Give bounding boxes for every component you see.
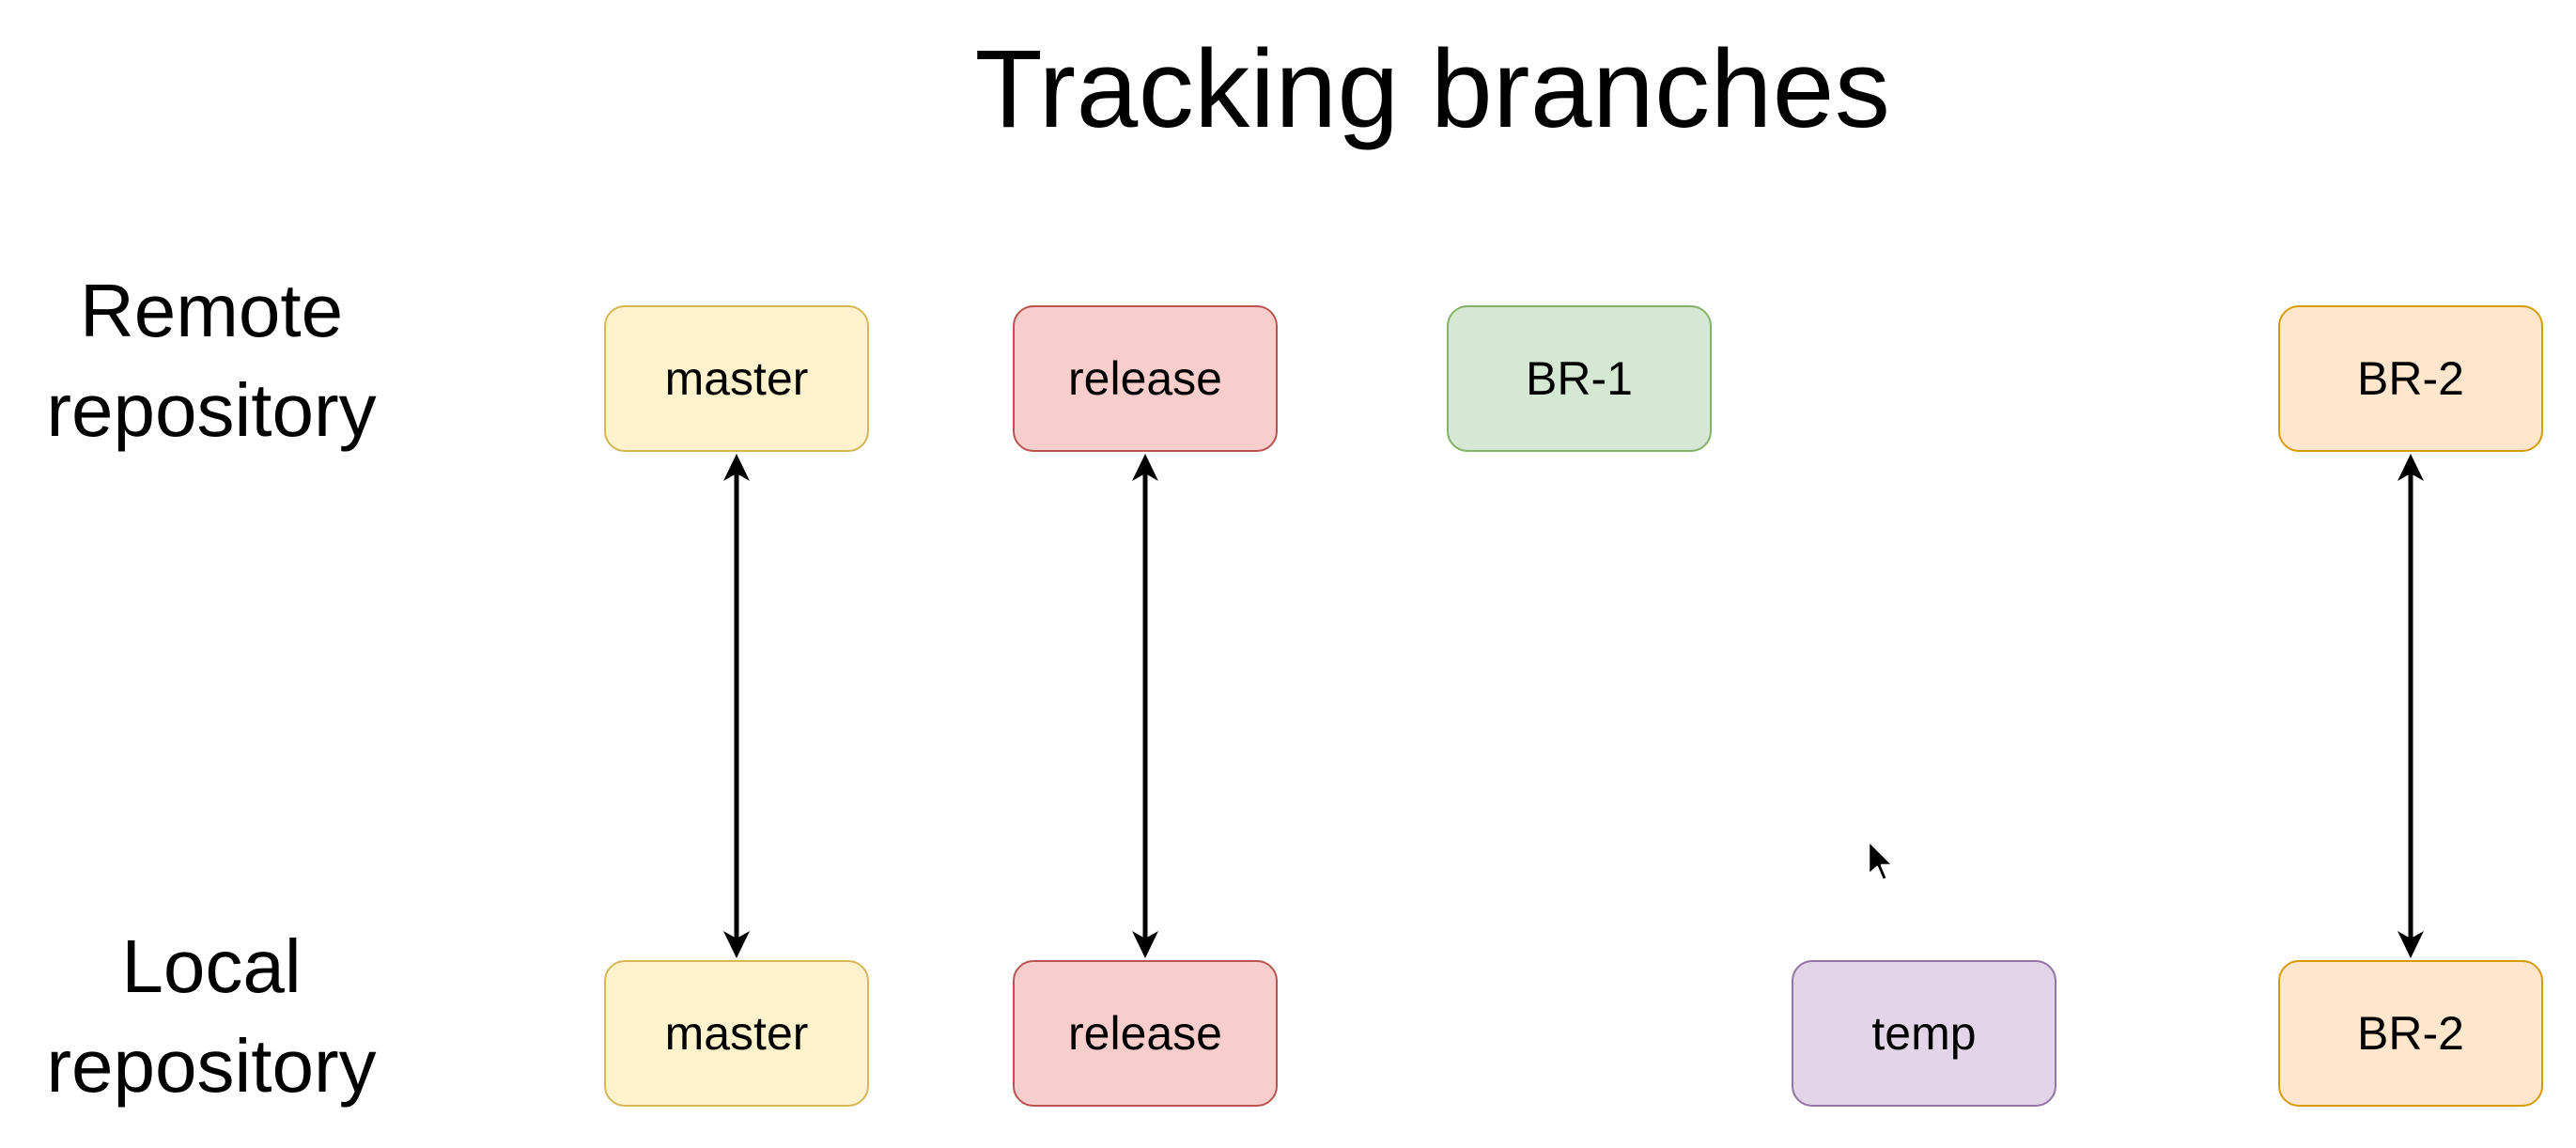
remote-branch-release: release: [1013, 305, 1278, 452]
tracking-arrow-br2: [2398, 454, 2424, 958]
remote-label-line-2: repository: [46, 368, 377, 452]
remote-branch-br-2: BR-2: [2278, 305, 2543, 452]
remote-branch-master: master: [604, 305, 869, 452]
tracking-arrow-release: [1132, 454, 1158, 958]
remote-branch-br-1: BR-1: [1447, 305, 1712, 452]
remote-repository-label: Remote repository: [9, 261, 413, 460]
local-branch-release: release: [1013, 960, 1278, 1107]
remote-label-line-1: Remote: [79, 269, 344, 352]
local-repository-label: Local repository: [9, 917, 413, 1116]
local-branch-master: master: [604, 960, 869, 1107]
local-label-line-2: repository: [46, 1024, 377, 1108]
mouse-pointer-icon: [1867, 839, 1895, 882]
diagram-title: Tracking branches: [974, 27, 1891, 151]
local-branch-temp: temp: [1792, 960, 2056, 1107]
local-branch-br-2: BR-2: [2278, 960, 2543, 1107]
tracking-arrow-master: [723, 454, 750, 958]
local-label-line-1: Local: [121, 924, 302, 1008]
